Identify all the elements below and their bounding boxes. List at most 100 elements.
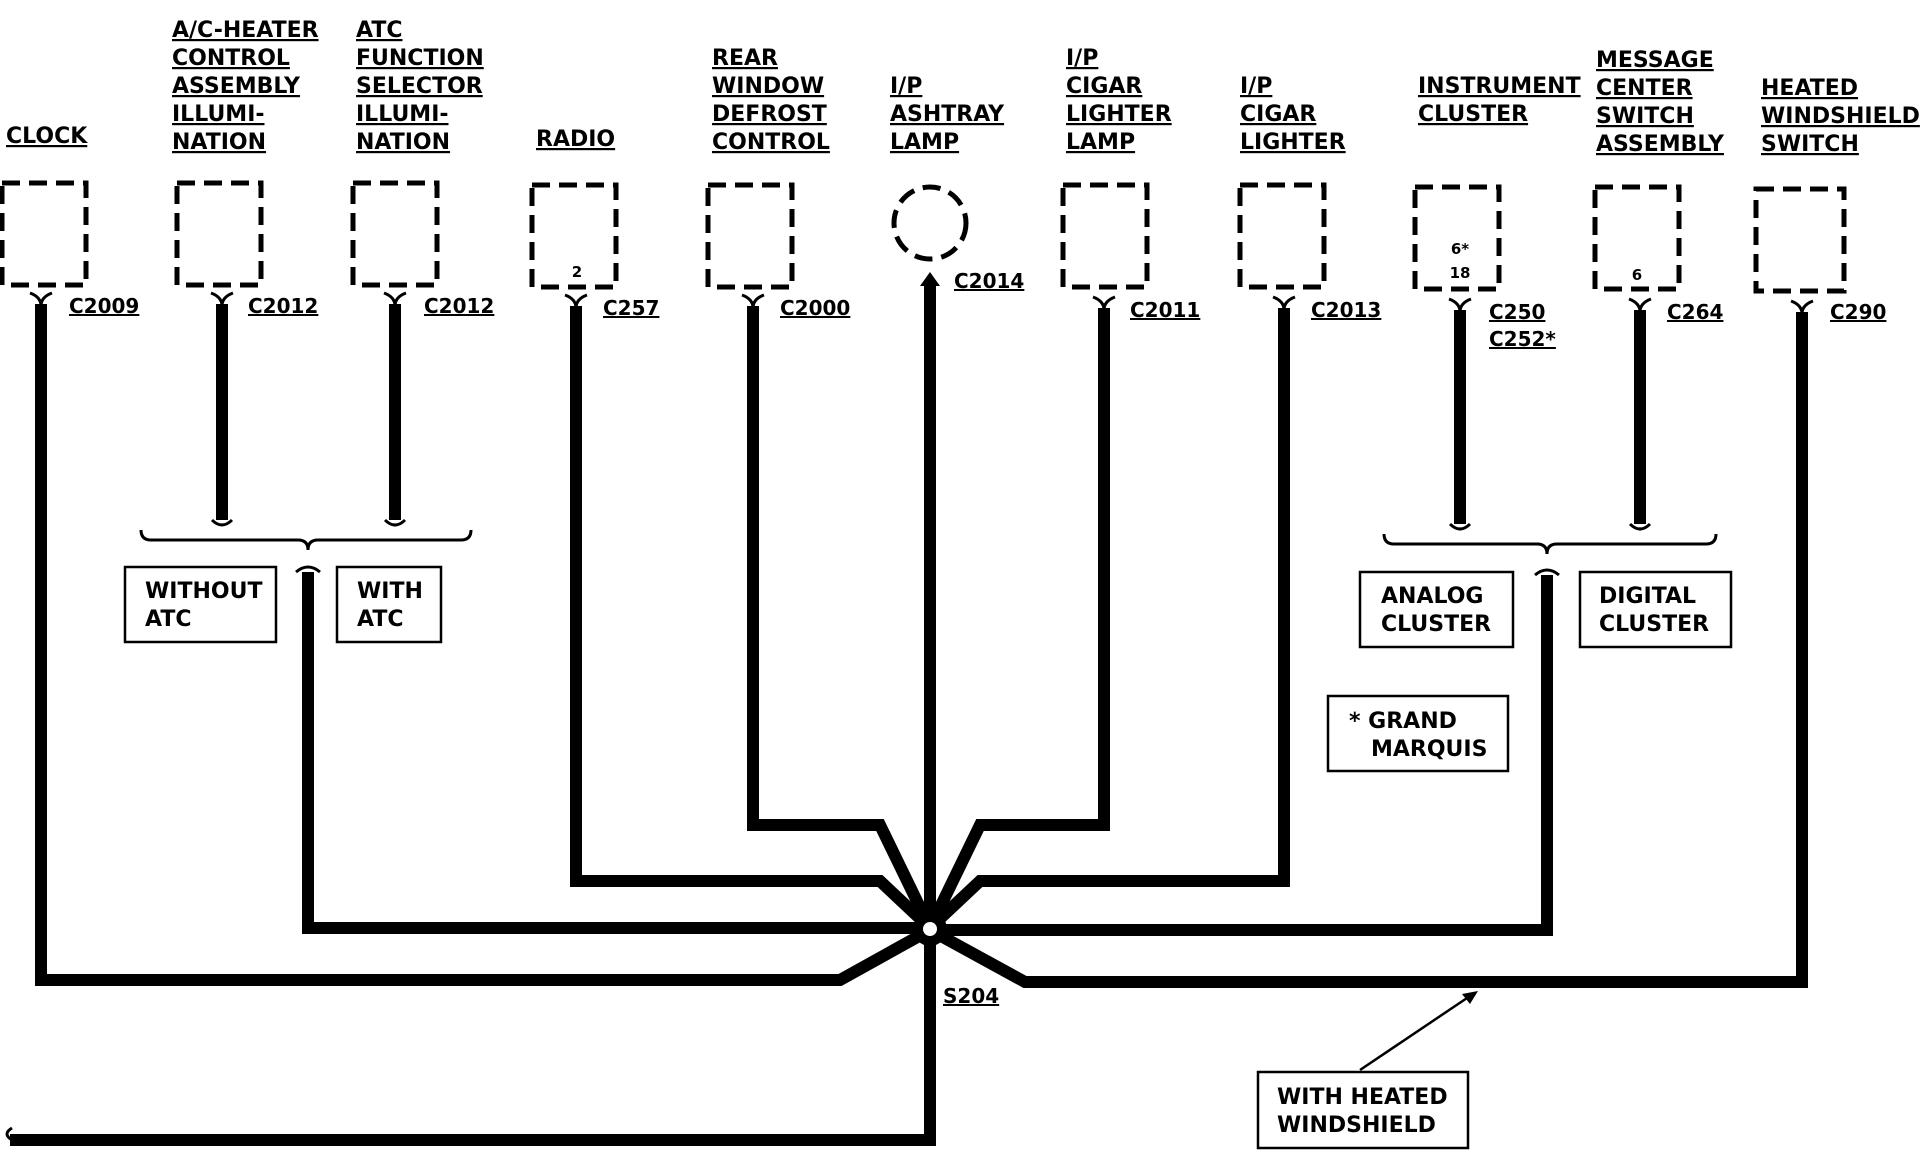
connector-label: C250	[1489, 300, 1545, 324]
cigar-lighter-lamp-component-box	[1060, 182, 1150, 290]
component-label-radio: RADIO	[536, 127, 615, 152]
component-label-ashtray-lamp: I/P ASHTRAY LAMP	[890, 74, 1005, 155]
label-line: LAMP	[1066, 130, 1135, 155]
instrument-cluster-pin-number: 18	[1450, 264, 1471, 282]
splice-center	[923, 922, 937, 936]
note-line: WITH HEATED	[1277, 1085, 1448, 1110]
label-line: CLOCK	[6, 124, 88, 149]
note-with-atc: WITH ATC	[335, 565, 443, 644]
component-label-cigar-lighter-lamp: I/P CIGAR LIGHTER LAMP	[1066, 46, 1172, 155]
clock-wire	[35, 304, 933, 986]
note-without-atc: WITHOUT ATC	[123, 565, 278, 644]
note-box	[1326, 694, 1510, 773]
note-line: * GRAND	[1349, 709, 1457, 734]
note-line: CLUSTER	[1599, 612, 1709, 637]
note-digital-cluster: DIGITAL CLUSTER	[1578, 570, 1733, 649]
label-line: RADIO	[536, 127, 615, 152]
atc-selector-component-box	[350, 180, 440, 288]
label-line: I/P	[1066, 46, 1098, 71]
connector-label: C2009	[69, 294, 139, 318]
component-label-rear-defrost: REAR WINDOW DEFROST CONTROL	[712, 46, 830, 155]
cigar-lighter-lamp-wire	[924, 308, 1110, 931]
wire-end-hook	[295, 565, 321, 574]
connector-label: C264	[1667, 300, 1723, 324]
label-line: A/C-HEATER	[172, 18, 319, 43]
radio-wire	[570, 306, 935, 933]
label-line: CENTER	[1596, 76, 1693, 101]
note-line: ATC	[145, 607, 191, 632]
label-line: SWITCH	[1761, 132, 1859, 157]
cigar-lighter-wire	[925, 308, 1290, 933]
label-line: LIGHTER	[1066, 102, 1172, 127]
label-line: CONTROL	[712, 130, 830, 155]
leader-arrowhead-icon	[1462, 991, 1478, 1004]
label-line: DEFROST	[712, 102, 827, 127]
label-line: ASSEMBLY	[172, 74, 301, 99]
note-line: WINDSHIELD	[1277, 1113, 1436, 1138]
label-line: WINDOW	[712, 74, 824, 99]
note-grand-marquis: * GRAND MARQUIS	[1326, 694, 1510, 773]
connector-label: C2012	[248, 294, 318, 318]
component-label-ac-heater: A/C-HEATER CONTROL ASSEMBLY ILLUMI- NATI…	[172, 18, 319, 155]
label-line: LAMP	[890, 130, 959, 155]
note-with-heated-windshield: WITH HEATED WINDSHIELD	[1256, 1070, 1470, 1150]
label-line: ASHTRAY	[890, 102, 1005, 127]
note-line: ANALOG	[1381, 584, 1483, 609]
label-line: CLUSTER	[1418, 102, 1528, 127]
note-line: WITH	[357, 579, 423, 604]
note-line: CLUSTER	[1381, 612, 1491, 637]
label-line: ASSEMBLY	[1596, 132, 1725, 157]
label-line: LIGHTER	[1240, 130, 1346, 155]
radio-pin-number: 2	[572, 263, 582, 281]
component-label-message-center: MESSAGE CENTER SWITCH ASSEMBLY	[1596, 48, 1725, 157]
connector-label: C2013	[1311, 298, 1381, 322]
note-analog-cluster: ANALOG CLUSTER	[1358, 570, 1515, 649]
label-line: ILLUMI-	[172, 102, 265, 127]
label-line: SWITCH	[1596, 104, 1694, 129]
label-line: I/P	[1240, 74, 1272, 99]
connector-label: C2000	[780, 296, 850, 320]
note-box	[1578, 570, 1733, 649]
rear-defrost-wire	[747, 306, 936, 931]
cigar-lighter-component-box	[1237, 182, 1327, 290]
component-label-instrument-cluster: INSTRUMENT CLUSTER	[1418, 74, 1581, 127]
label-line: ATC	[356, 18, 402, 43]
label-line: FUNCTION	[356, 46, 484, 71]
label-line: ILLUMI-	[356, 102, 449, 127]
note-line: DIGITAL	[1599, 584, 1696, 609]
connector-label: C257	[603, 296, 659, 320]
label-line: CONTROL	[172, 46, 290, 71]
note-box	[1358, 570, 1515, 649]
label-line: NATION	[172, 130, 266, 155]
splice-label: S204	[943, 984, 999, 1008]
wire-end-hook	[1534, 568, 1560, 577]
atc-option-bracket	[139, 529, 473, 551]
label-line: MESSAGE	[1596, 48, 1714, 73]
note-box	[1256, 1070, 1470, 1150]
radio-component-box	[529, 182, 619, 290]
component-label-clock: CLOCK	[6, 124, 88, 149]
connector-label: C252*	[1489, 327, 1556, 351]
cluster-option-bracket	[1382, 533, 1718, 555]
message-center-component-box	[1592, 184, 1682, 292]
label-line: CIGAR	[1066, 74, 1142, 99]
label-line: I/P	[890, 74, 922, 99]
ground-wire	[10, 930, 936, 1146]
wire-end-hook	[1448, 522, 1472, 531]
connector-label: C2012	[424, 294, 494, 318]
message-center-pin-number: 6	[1632, 266, 1642, 284]
component-label-cigar-lighter: I/P CIGAR LIGHTER	[1240, 74, 1346, 155]
note-box	[123, 565, 278, 644]
cluster-combined-wire	[930, 575, 1553, 936]
clock-component-box	[0, 180, 89, 288]
note-line: MARQUIS	[1371, 737, 1487, 762]
label-line: INSTRUMENT	[1418, 74, 1581, 99]
connector-label: C290	[1830, 300, 1886, 324]
heated-windshield-wire	[927, 312, 1808, 988]
label-line: SELECTOR	[356, 74, 483, 99]
wire-end-hook	[1628, 522, 1652, 531]
leader-line	[1359, 994, 1471, 1072]
atc-combined-wire	[302, 572, 930, 934]
label-line: NATION	[356, 130, 450, 155]
